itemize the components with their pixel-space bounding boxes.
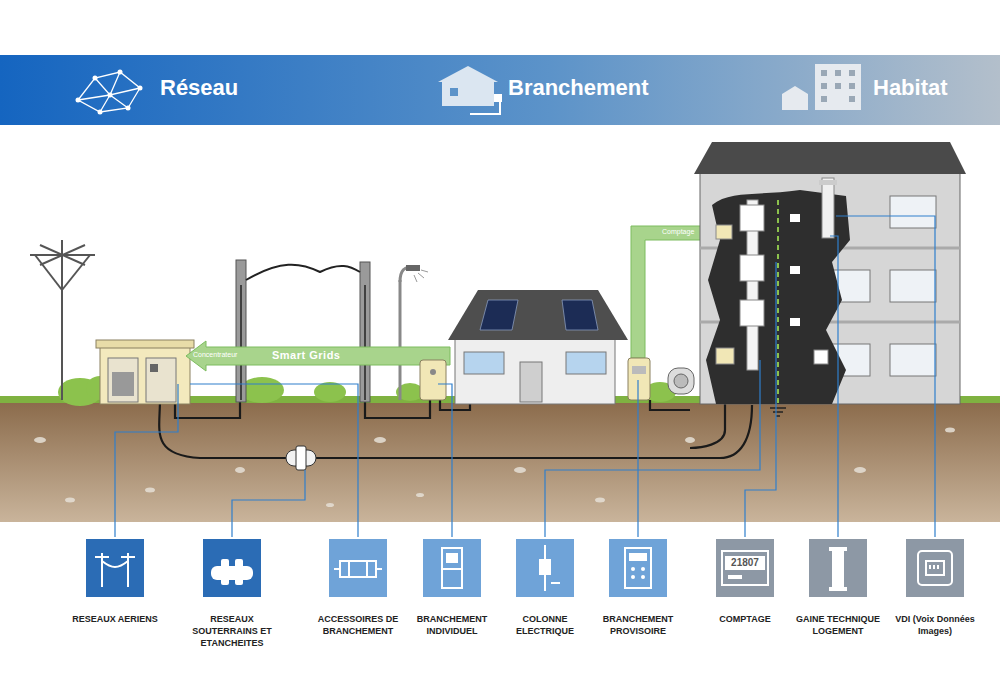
network-nodes xyxy=(76,70,143,115)
icon-glyph xyxy=(329,539,387,597)
icon-caption: COMPTAGE xyxy=(693,613,797,625)
building-icon xyxy=(782,64,861,110)
section-title: Habitat xyxy=(873,75,948,101)
icon-caption: VDI (Voix Données Images) xyxy=(883,613,987,637)
icon-caption: COLONNE ELECTRIQUE xyxy=(493,613,597,637)
building xyxy=(694,142,966,416)
underground-cables xyxy=(159,398,752,458)
icon-glyph xyxy=(906,539,964,597)
icon-square xyxy=(609,539,667,597)
stones xyxy=(34,428,955,508)
smart-grids-arrow xyxy=(186,341,450,371)
icon-caption: RESEAUX SOUTERRAINS ET ETANCHEITES xyxy=(180,613,284,649)
category-icon: COLONNE ELECTRIQUE xyxy=(493,539,597,637)
icon-glyph xyxy=(423,539,481,597)
icon-square xyxy=(516,539,574,597)
header-band xyxy=(0,55,1000,125)
icon-caption: ACCESSOIRES DE BRANCHEMENT xyxy=(306,613,410,637)
icon-square xyxy=(86,539,144,597)
section-title: Branchement xyxy=(508,75,649,101)
icon-square xyxy=(329,539,387,597)
icon-caption: GAINE TECHNIQUE LOGEMENT xyxy=(786,613,890,637)
leader-lines xyxy=(115,216,935,537)
category-icon: GAINE TECHNIQUE LOGEMENT xyxy=(786,539,890,637)
arrow-label: Comptage xyxy=(662,228,694,235)
poles xyxy=(236,260,370,402)
category-icon: RESEAUX AERIENS xyxy=(63,539,167,625)
category-icon: ACCESSOIRES DE BRANCHEMENT xyxy=(306,539,410,637)
section-title: Réseau xyxy=(160,75,238,101)
ground xyxy=(0,400,1000,522)
callout-label: Concentrateur xyxy=(193,351,237,358)
meter-cabinets xyxy=(420,358,740,402)
icon-caption: RESEAUX AERIENS xyxy=(63,613,167,625)
icon-square xyxy=(423,539,481,597)
network-icon xyxy=(78,72,140,112)
house-icon xyxy=(438,66,502,114)
icon-square xyxy=(203,539,261,597)
icon-glyph xyxy=(609,539,667,597)
icon-glyph xyxy=(86,539,144,597)
category-icon: RESEAUX SOUTERRAINS ET ETANCHEITES xyxy=(180,539,284,649)
icon-caption: BRANCHEMENT PROVISOIRE xyxy=(586,613,690,637)
icon-square: 21807 xyxy=(716,539,774,597)
arrow-label: Smart Grids xyxy=(272,349,340,361)
icon-glyph xyxy=(203,539,261,597)
category-icon: VDI (Voix Données Images) xyxy=(883,539,987,637)
category-icon: 21807COMPTAGE xyxy=(693,539,797,625)
category-icon: BRANCHEMENT INDIVIDUEL xyxy=(400,539,504,637)
icon-caption: BRANCHEMENT INDIVIDUEL xyxy=(400,613,504,637)
house xyxy=(448,290,628,404)
pylon xyxy=(30,240,95,400)
icon-square xyxy=(809,539,867,597)
icon-glyph xyxy=(809,539,867,597)
junction-box xyxy=(286,446,316,470)
category-icon: BRANCHEMENT PROVISOIRE xyxy=(586,539,690,637)
substation xyxy=(96,340,194,404)
icon-glyph xyxy=(516,539,574,597)
meter-reading: 21807 xyxy=(725,556,765,570)
icon-square xyxy=(906,539,964,597)
